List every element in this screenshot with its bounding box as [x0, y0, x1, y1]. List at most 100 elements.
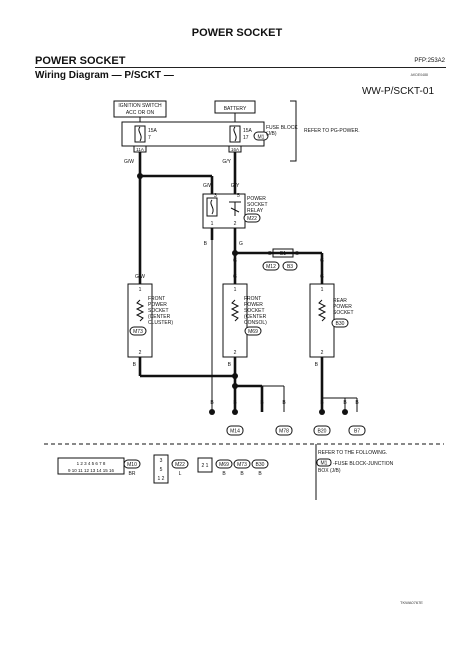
front-console-label-1: FRONT — [244, 296, 261, 302]
wire-color-b-g5: B — [320, 400, 324, 406]
fuse-block-sub: (J/B) — [266, 131, 277, 137]
wire-color-b-cluster: B — [133, 362, 137, 368]
socket-rear-icon — [317, 299, 327, 322]
relay-label-3: RELAY — [247, 208, 264, 214]
relay-label-1: POWER — [247, 196, 266, 202]
splice-dot — [137, 173, 143, 179]
fuse-left-number: 7 — [148, 135, 151, 141]
fuse-left-rating: 15A — [148, 128, 158, 134]
socket-console-icon — [230, 299, 240, 322]
diagram-code: WW-P/SCKT-01 — [361, 86, 434, 97]
legend-note-line2: -FUSE BLOCK-JUNCTION — [333, 461, 394, 467]
ground-m78 — [275, 425, 293, 436]
legend-m22-color: L — [179, 471, 182, 477]
front-cluster-label-3: SOCKET — [148, 308, 169, 314]
fuse-right-rating: 15A — [243, 128, 253, 134]
wire-color-g-rear-socket: G — [320, 274, 324, 280]
legend-note-conn-m1 — [316, 458, 332, 467]
ground-label-b20: B20 — [318, 429, 327, 435]
legend-relay-pins-12: 1 2 — [158, 476, 165, 482]
fuse-block-conn-m1 — [253, 131, 269, 141]
front-socket-console-box — [222, 283, 248, 358]
splice-dot — [342, 409, 348, 415]
rear-label-3: SOCKET — [333, 310, 354, 316]
legend-conn-m22 — [171, 459, 189, 469]
front-cluster-label-1: FRONT — [148, 296, 165, 302]
wire-color-b-console: B — [228, 362, 232, 368]
legend-m22: M22 — [175, 462, 185, 468]
joint-conn-b3 — [282, 261, 298, 271]
fuse-right-icon — [229, 125, 241, 143]
socket-pin-bottom: 2 — [139, 350, 142, 356]
legend-b30: B30 — [256, 462, 265, 468]
socket-conn-m73 — [129, 326, 147, 336]
joint-connector-b1 — [272, 248, 294, 258]
legend-note-line3: BOX (J/B) — [318, 468, 341, 474]
front-cluster-label-4: (CENTER — [148, 314, 171, 320]
legend-note-conn: M1 — [321, 461, 328, 467]
splice-dot — [232, 383, 238, 389]
rear-label-2: POWER — [333, 304, 352, 310]
legend-conn-m69 — [215, 459, 233, 469]
socket-pin-bottom: 2 — [321, 350, 324, 356]
ground-b20 — [313, 425, 331, 436]
footer-code: TKWA0767E — [400, 600, 423, 605]
relay-conn-label: M22 — [247, 216, 257, 222]
pin-16a: 16A — [231, 147, 239, 152]
front-cluster-conn: M73 — [133, 329, 143, 335]
legend-strip-bottom: 9 10 11 12 13 14 15 16 — [68, 468, 114, 473]
wire-color-gy-relay: G/Y — [231, 183, 240, 189]
front-console-conn: M69 — [248, 329, 258, 335]
legend-socket-pins: 2 1 — [202, 463, 209, 469]
legend-note-line1: REFER TO THE FOLLOWING. — [318, 450, 387, 456]
ground-label-m14: M14 — [230, 429, 240, 435]
wire-color-b-g6: B — [343, 400, 347, 406]
fuse-block-label: FUSE BLOCK — [266, 125, 298, 131]
joint-pin-d: D — [268, 251, 272, 257]
refer-pg-power: REFER TO PG-POWER. — [304, 128, 360, 134]
battery-label: BATTERY — [224, 106, 247, 112]
legend-b30-color: B — [258, 471, 262, 477]
legend-m73-color: B — [240, 471, 244, 477]
page-title: POWER SOCKET — [191, 27, 283, 39]
wire-color-b-g1: B — [210, 400, 214, 406]
ground-label-m78: M78 — [279, 429, 289, 435]
wire-color-gw-relay: G/W — [203, 183, 213, 189]
wire-color-b-g4: B — [282, 400, 286, 406]
legend-m10: M10 — [127, 462, 137, 468]
socket-cluster-icon — [135, 299, 145, 322]
wire-color-gw-socket: G/W — [135, 274, 145, 280]
splice-dot — [209, 409, 215, 415]
splice-dot — [232, 409, 238, 415]
legend-strip-top: 1 2 3 4 5 6 7 8 — [77, 461, 106, 466]
splice-dot — [232, 373, 238, 379]
wire-color-b-rear: B — [315, 362, 319, 368]
wire-color-g-rear: G — [320, 258, 324, 264]
relay-pin-1: 1 — [211, 221, 214, 227]
image-code: AKDE0488 — [410, 73, 428, 77]
socket-pin-top: 1 — [139, 287, 142, 293]
wire-color-gy: G/Y — [222, 159, 231, 165]
relay-pin-2: 2 — [234, 221, 237, 227]
wire-color-gw: G/W — [124, 159, 134, 165]
fuse-bracket — [290, 100, 297, 162]
splice-dot — [232, 250, 238, 256]
fuse-right-element-icon — [233, 126, 237, 142]
front-cluster-label-5: CLUSTER) — [148, 320, 173, 326]
legend-relay-pin-5: 5 — [160, 467, 163, 473]
front-cluster-label-2: POWER — [148, 302, 167, 308]
fuse-block-conn-label: M1 — [258, 135, 265, 141]
socket-conn-b30 — [331, 318, 349, 328]
wire-color-g-relay: G — [239, 241, 243, 247]
wire-color-b-g2: B — [233, 400, 237, 406]
front-console-label-4: (CENTER — [244, 314, 267, 320]
fuse-left-icon — [134, 125, 146, 143]
wire-color-b-g7: B — [355, 400, 359, 406]
socket-conn-m69 — [244, 326, 262, 336]
ground-m14 — [226, 425, 244, 436]
legend-m69: M69 — [219, 462, 229, 468]
relay-label-2: SOCKET — [247, 202, 268, 208]
front-console-label-3: SOCKET — [244, 308, 265, 314]
joint-label: B1 — [280, 251, 286, 257]
